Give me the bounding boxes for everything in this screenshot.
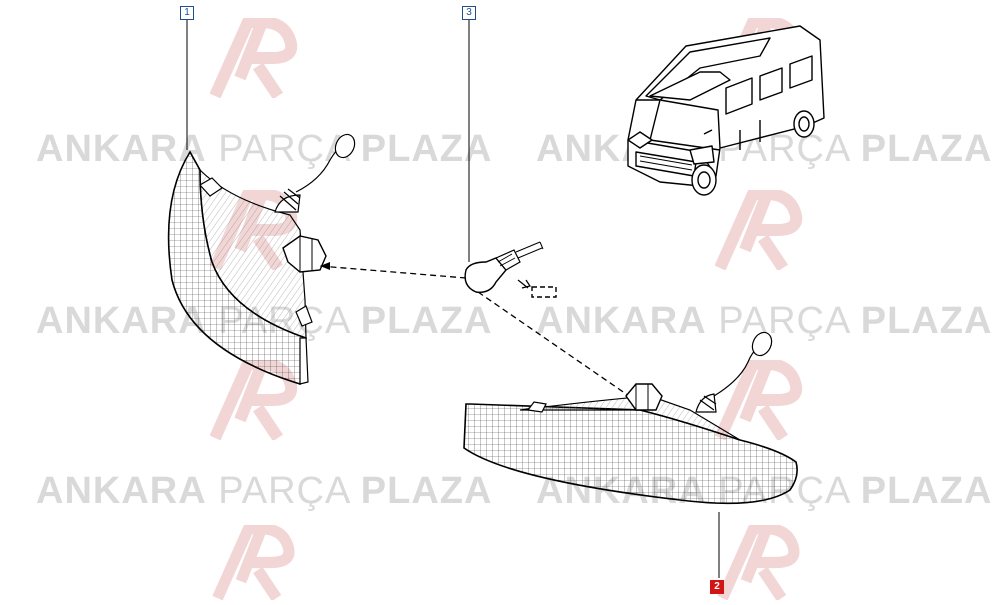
watermark-word: ANKARA: [36, 470, 207, 512]
watermark-logo: [715, 523, 805, 605]
watermark-word: PARÇA: [218, 128, 350, 170]
watermark-word: PLAZA: [860, 470, 993, 512]
assembly-arrow: [320, 262, 330, 270]
callout-part-3[interactable]: 3: [462, 6, 476, 20]
watermark-word: ANKARA: [36, 128, 207, 170]
left-indicator-lamp: [167, 133, 356, 386]
van-illustration: [627, 25, 825, 196]
watermark-word: PLAZA: [860, 300, 993, 342]
indicator-bulb: [464, 241, 557, 298]
watermark-word: PARÇA: [218, 470, 350, 512]
watermark-word: PLAZA: [860, 128, 993, 170]
watermark-text: ANKARA PARÇA PLAZA: [36, 472, 492, 510]
watermark-word: PLAZA: [360, 300, 493, 342]
watermark-word: ANKARA: [536, 300, 707, 342]
watermark-logo: [714, 358, 805, 445]
watermark-word: PLAZA: [360, 128, 493, 170]
watermark-word: PARÇA: [718, 300, 850, 342]
assembly-line: [477, 291, 633, 399]
assembly-line: [319, 265, 467, 279]
watermark-logo: [714, 188, 805, 275]
watermark-text: ANKARA PARÇA PLAZA: [536, 302, 992, 340]
callout-part-2[interactable]: 2: [710, 580, 724, 594]
watermark-word: ANKARA: [36, 300, 207, 342]
callout-part-1[interactable]: 1: [180, 6, 194, 20]
right-indicator-lamp: [463, 331, 798, 505]
watermark-text: ANKARA PARÇA PLAZA: [36, 130, 492, 168]
watermark-logo: [210, 523, 300, 605]
watermark-word: PLAZA: [360, 470, 493, 512]
watermark-logo: [209, 16, 300, 103]
